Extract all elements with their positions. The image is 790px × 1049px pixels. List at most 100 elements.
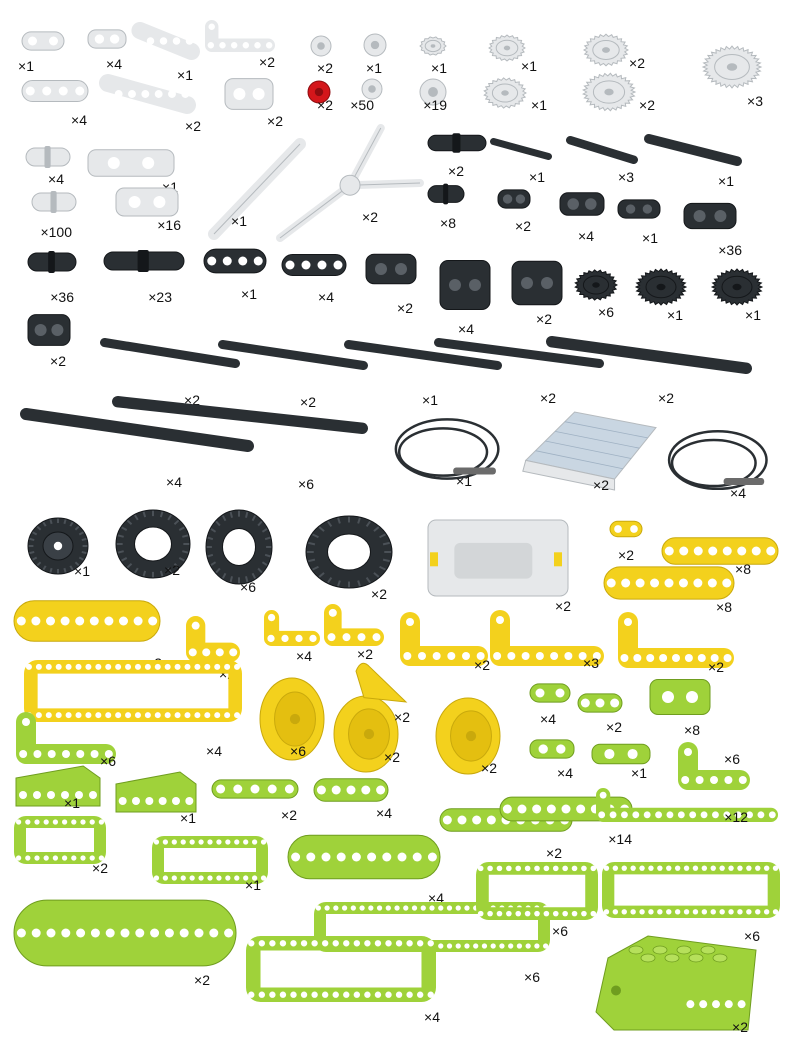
part-count: ×14	[608, 831, 632, 847]
hole	[432, 652, 441, 660]
hole	[185, 797, 194, 805]
hole	[43, 855, 49, 861]
hole	[418, 652, 426, 660]
hole	[35, 663, 42, 670]
hole	[95, 712, 102, 719]
hole	[496, 910, 503, 917]
hole	[65, 712, 72, 719]
hole	[666, 811, 674, 819]
hole	[692, 909, 699, 915]
part-dark-gear: ×1	[710, 268, 764, 323]
hole	[55, 663, 62, 670]
part-white-beam: ×1	[18, 31, 65, 74]
hole	[659, 654, 668, 662]
hole	[552, 910, 559, 917]
hole	[612, 865, 619, 871]
hole	[403, 905, 409, 911]
hole	[76, 928, 86, 938]
hole	[180, 839, 186, 845]
hole	[438, 943, 444, 949]
part-count: ×6	[240, 579, 256, 595]
part-yellow-frame: ×4	[23, 660, 243, 759]
hole	[172, 37, 181, 45]
part-yellow-hub: ×6	[259, 677, 325, 761]
part-count: ×2	[448, 163, 464, 179]
hole	[683, 865, 690, 871]
hole	[403, 652, 412, 660]
hole	[141, 90, 150, 98]
part-count: ×6	[290, 743, 306, 759]
part-dark-axle: ×4	[20, 408, 254, 490]
hole	[693, 578, 703, 588]
hole	[269, 940, 276, 947]
part-yellow-beam: ×2	[609, 520, 643, 563]
part-count: ×4	[166, 474, 182, 490]
hole	[476, 652, 485, 660]
part-green-beam: ×2	[211, 779, 299, 823]
part-dark-gear: ×6	[574, 269, 618, 320]
hole	[534, 910, 540, 917]
hole	[496, 865, 503, 872]
hole	[346, 785, 356, 795]
part-count: ×2	[639, 97, 655, 113]
hole	[723, 811, 731, 819]
part-count: ×2	[593, 477, 609, 493]
hole	[664, 546, 674, 556]
hole	[132, 797, 140, 805]
part-count: ×3	[618, 169, 634, 185]
hole	[606, 578, 616, 588]
part-yellow-angle-beam: ×3	[490, 610, 604, 671]
hole	[361, 785, 371, 795]
hole	[185, 37, 194, 45]
part-dark-pin: ×2	[427, 133, 487, 179]
hole	[89, 819, 95, 825]
part-count: ×2	[281, 807, 297, 823]
hole	[395, 940, 403, 947]
hole	[359, 905, 365, 911]
hole	[666, 909, 672, 915]
part-count: ×2	[546, 845, 562, 861]
hole	[188, 648, 197, 657]
hole	[258, 940, 266, 947]
hole	[89, 616, 99, 626]
hole	[499, 943, 505, 949]
hole	[723, 654, 732, 662]
part-dark-beam: ×1	[203, 248, 267, 302]
hole	[105, 712, 112, 719]
hole	[168, 90, 176, 98]
hole	[438, 905, 444, 911]
hole	[194, 712, 201, 719]
hole	[406, 940, 413, 947]
hole	[80, 819, 86, 825]
hole	[562, 910, 568, 917]
hole	[477, 865, 484, 872]
hole	[737, 865, 743, 871]
hole	[133, 616, 143, 626]
part-count: ×4	[206, 743, 222, 759]
hole	[62, 750, 70, 758]
hole	[260, 875, 267, 881]
part-count: ×4	[730, 485, 746, 501]
part-count: ×2	[536, 311, 552, 327]
part-white-pin: ×4	[25, 146, 71, 187]
hole	[47, 791, 55, 799]
part-count: ×4	[296, 648, 312, 664]
hole	[686, 1000, 695, 1009]
hole	[672, 654, 680, 662]
hole	[15, 819, 22, 825]
hole	[427, 852, 437, 862]
hole	[701, 865, 708, 871]
hole	[198, 839, 204, 845]
part-count: ×4	[376, 805, 392, 821]
hole	[89, 791, 97, 799]
part-count: ×2	[397, 300, 413, 316]
hole	[555, 688, 565, 698]
hole	[204, 712, 211, 719]
part-count: ×4	[540, 711, 556, 727]
hole	[646, 654, 655, 662]
part-dark-connector: ×4	[559, 192, 605, 244]
hole	[351, 852, 361, 862]
part-count: ×6	[598, 304, 614, 320]
hole	[332, 991, 339, 998]
